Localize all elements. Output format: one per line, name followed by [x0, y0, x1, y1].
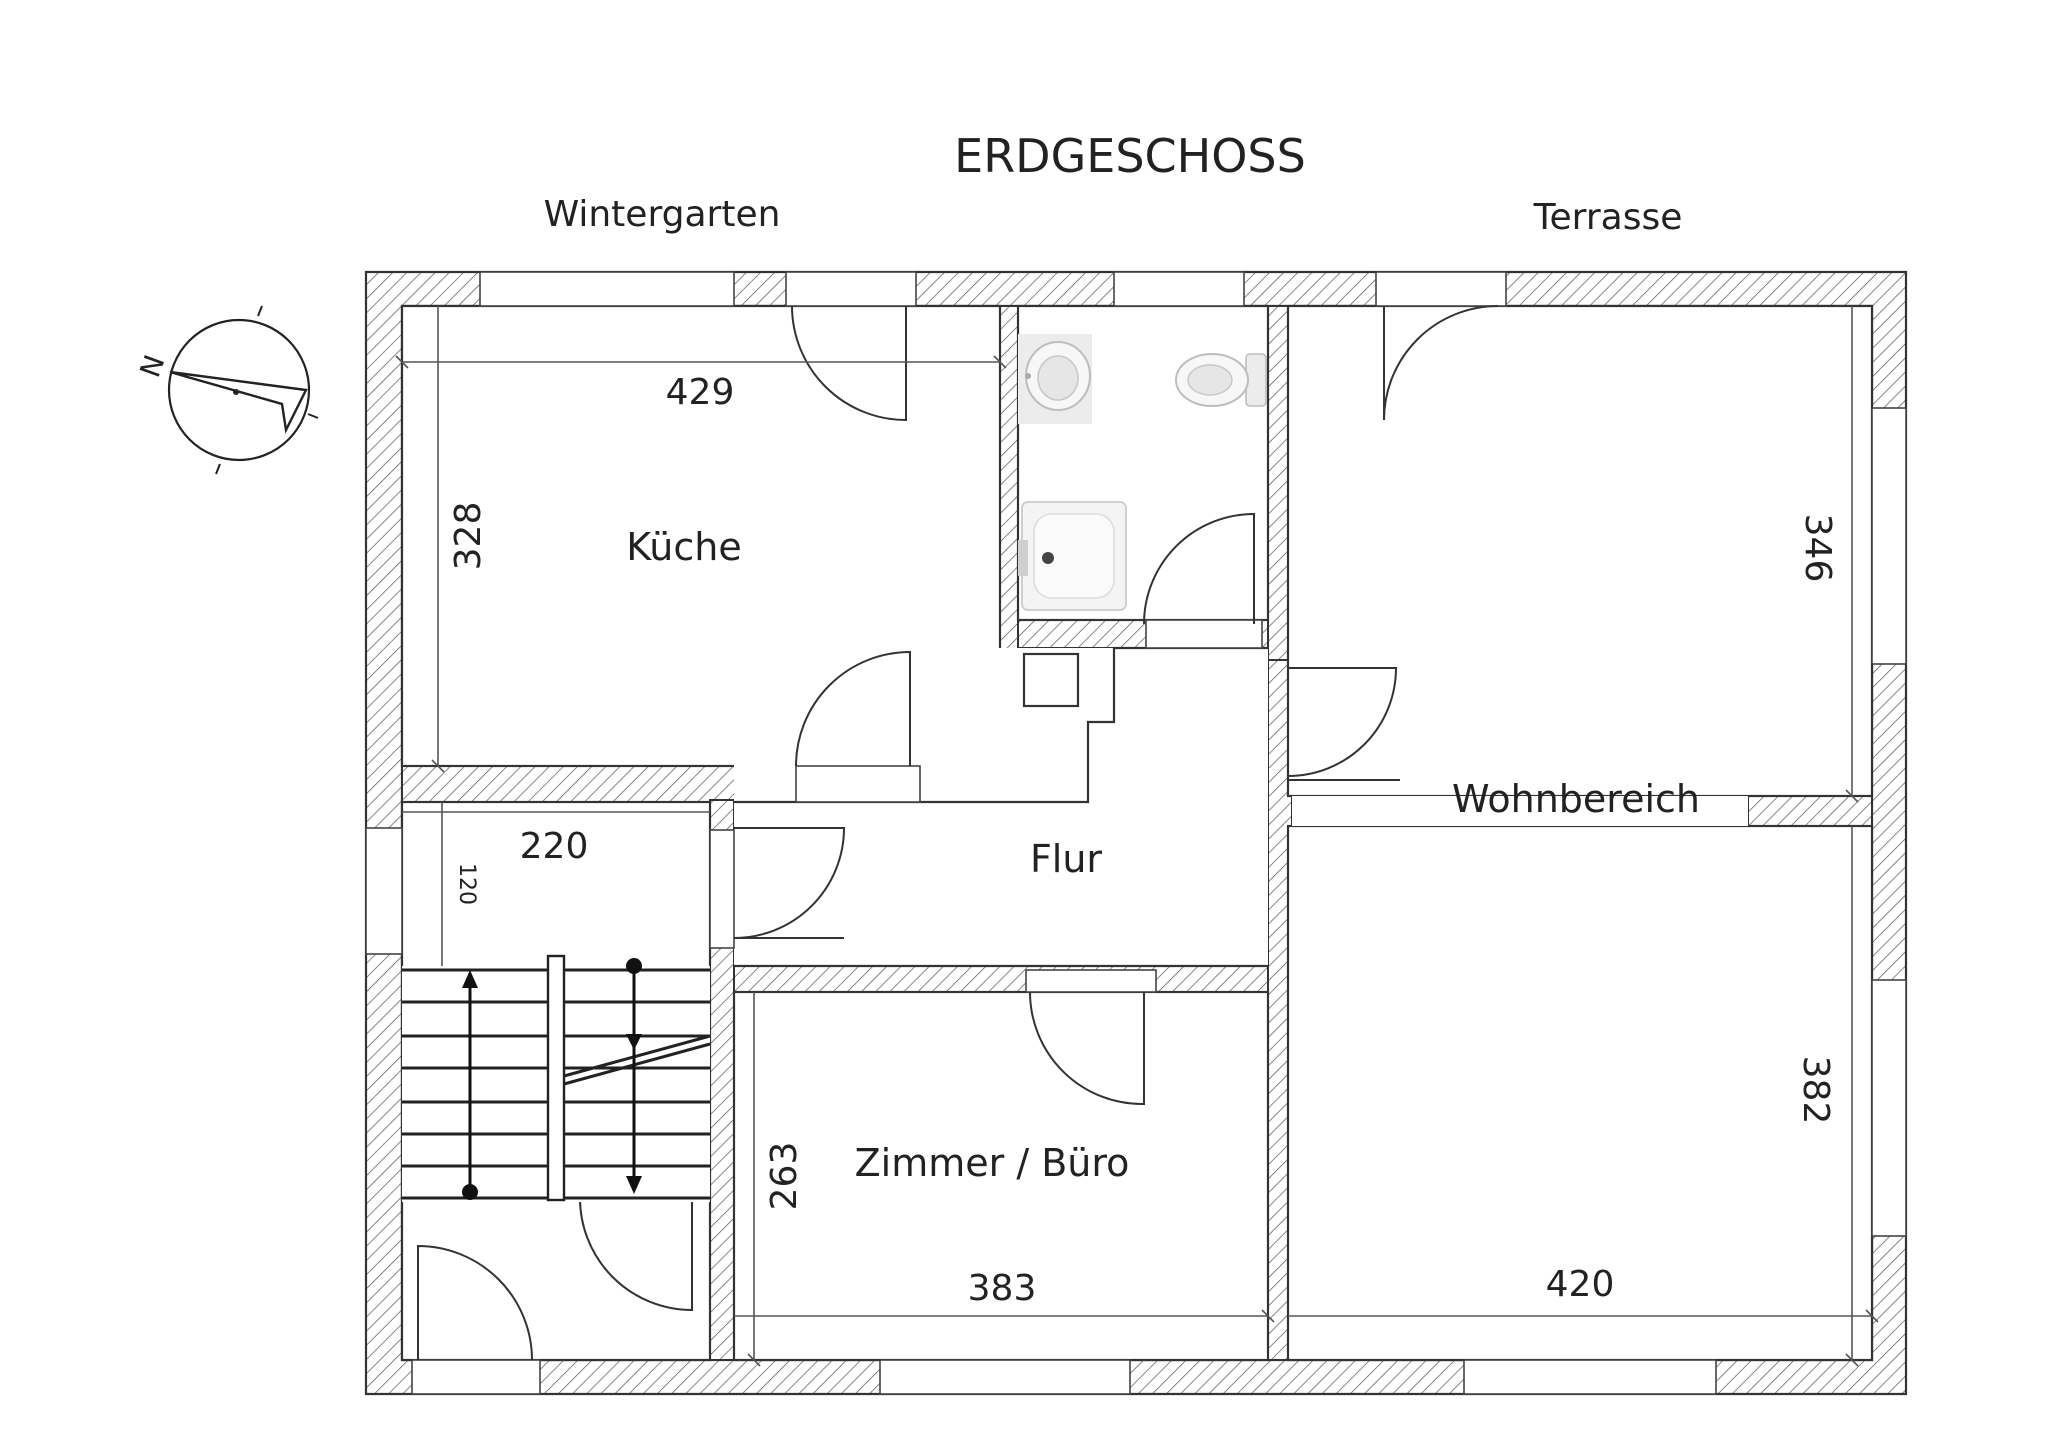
dim-zimmer-depth: 263	[764, 1142, 805, 1211]
windows	[365, 271, 1907, 1395]
dim-wohn-lower: 382	[1795, 1056, 1836, 1125]
dim-wohn-width: 420	[1546, 1264, 1615, 1305]
plan-title: ERDGESCHOSS	[954, 129, 1306, 183]
washbasin-icon	[1018, 334, 1092, 424]
staircase	[402, 954, 711, 1202]
compass-north-label: N	[133, 351, 171, 382]
shower-tray-icon	[1018, 501, 1127, 611]
room-label-flur: Flur	[1030, 837, 1102, 881]
dim-stair-landing: 120	[454, 863, 479, 905]
dim-kueche-width: 429	[666, 372, 735, 413]
dim-wohn-upper: 346	[1797, 514, 1838, 583]
toilet-icon	[1175, 353, 1267, 407]
room-floors	[400, 304, 1874, 1362]
room-label-zimmer-buero: Zimmer / Büro	[855, 1141, 1130, 1185]
room-label-wohnbereich: Wohnbereich	[1452, 777, 1700, 821]
room-label-kueche: Küche	[626, 525, 741, 569]
dimension-lines	[395, 306, 1879, 1367]
dim-zimmer-width: 383	[968, 1268, 1037, 1309]
dim-kueche-depth: 328	[448, 502, 489, 571]
terrasse-label: Terrasse	[1533, 197, 1683, 238]
dim-stair-width: 220	[520, 826, 589, 867]
doors	[417, 305, 1499, 1361]
north-arrow-icon: N	[133, 305, 319, 475]
wintergarten-label: Wintergarten	[544, 194, 781, 235]
